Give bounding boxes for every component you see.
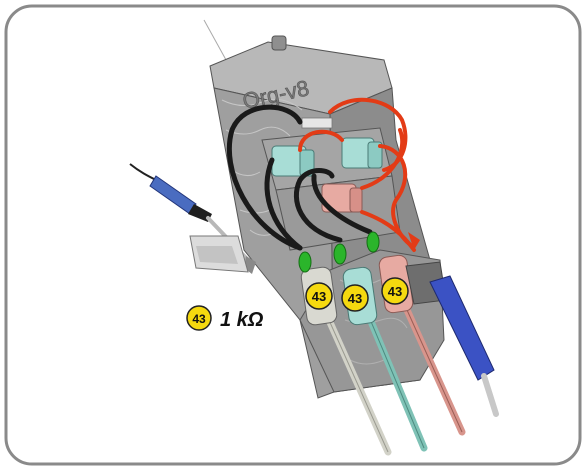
callout-3: 43 xyxy=(381,277,409,305)
black-wire-3 xyxy=(293,168,343,243)
soldering-iron xyxy=(129,163,256,274)
callout-2: 43 xyxy=(341,284,369,312)
black-wires xyxy=(226,104,373,251)
legend-item: 43 1 kΩ xyxy=(186,305,264,331)
led-green-3 xyxy=(366,231,380,253)
red-wire-3 xyxy=(360,128,405,190)
led-green-2 xyxy=(333,243,347,265)
callout-3-number: 43 xyxy=(388,284,402,299)
capacitor-cyan-right xyxy=(341,137,383,169)
red-probe-tip xyxy=(408,232,420,250)
led-green-1 xyxy=(298,251,312,273)
legend-resistor-value: 1 kΩ xyxy=(220,309,264,331)
callout-2-number: 43 xyxy=(348,291,362,306)
legend-callout xyxy=(186,305,212,331)
top-knob xyxy=(271,35,287,51)
black-wire-1 xyxy=(226,104,303,251)
legend-callout-number: 43 xyxy=(192,312,206,326)
callout-1: 43 xyxy=(305,282,333,310)
red-wire-1 xyxy=(298,129,344,152)
blue-holder xyxy=(405,261,499,417)
capacitor-pink xyxy=(321,183,363,213)
black-wire-2 xyxy=(264,157,303,251)
callout-1-number: 43 xyxy=(312,289,326,304)
red-wire-5 xyxy=(360,210,416,252)
red-wires xyxy=(298,97,416,252)
black-wire-4 xyxy=(311,173,373,235)
